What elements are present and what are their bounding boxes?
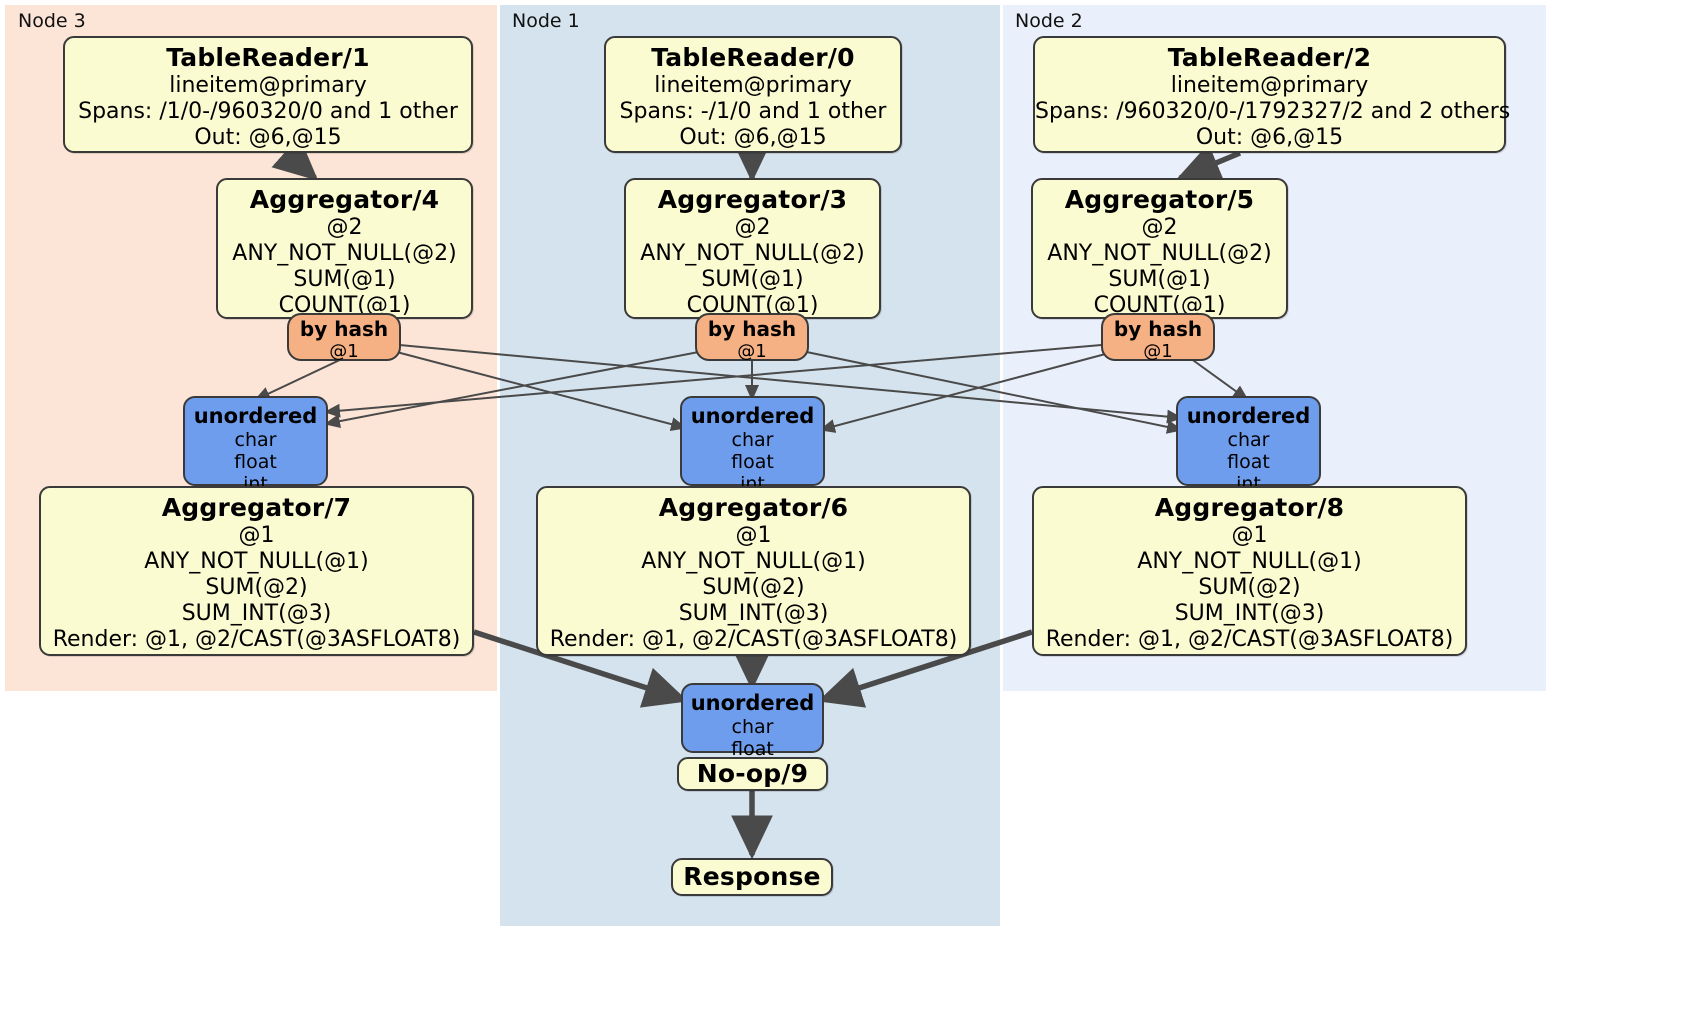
processor-title: Aggregator/8 (1154, 493, 1345, 522)
processor-title: Aggregator/6 (658, 493, 849, 522)
processor-line: SUM_INT(@3) (1174, 601, 1325, 626)
processor-line: @2 (326, 215, 363, 240)
processor-title: Aggregator/5 (1064, 185, 1255, 214)
processor-line: ANY_NOT_NULL(@1) (641, 549, 866, 574)
router-line: char (234, 429, 277, 451)
processor-line: Out: @6,@15 (1195, 125, 1344, 150)
processor-line: SUM_INT(@3) (181, 601, 332, 626)
processor-line: SUM_INT(@3) (678, 601, 829, 626)
processor-line: @1 (1231, 523, 1268, 548)
processor-aggregator-4[interactable]: Aggregator/4 @2 ANY_NOT_NULL(@2) SUM(@1)… (216, 178, 473, 319)
processor-title: Aggregator/7 (161, 493, 352, 522)
processor-aggregator-8[interactable]: Aggregator/8 @1 ANY_NOT_NULL(@1) SUM(@2)… (1032, 486, 1467, 656)
output-router-hash-node1[interactable]: by hash @1 (695, 313, 809, 362)
processor-line: Spans: /960320/0-/1792327/2 and 2 others (1035, 99, 1511, 124)
router-line: float (234, 451, 277, 473)
router-title: unordered (193, 404, 318, 428)
input-router-unordered-node3[interactable]: unordered char float int (183, 396, 328, 495)
processor-table-reader-1[interactable]: TableReader/1 lineitem@primary Spans: /1… (63, 36, 473, 153)
node-label-node2: Node 2 (1015, 10, 1083, 32)
processor-title: Aggregator/3 (657, 185, 848, 214)
processor-line: Render: @1, @2/CAST(@3ASFLOAT8) (52, 627, 461, 652)
processor-line: ANY_NOT_NULL(@2) (232, 241, 457, 266)
processor-line: lineitem@primary (654, 73, 852, 98)
processor-line: lineitem@primary (169, 73, 367, 98)
processor-line: ANY_NOT_NULL(@1) (144, 549, 369, 574)
processor-line: SUM(@1) (293, 267, 396, 292)
processor-aggregator-3[interactable]: Aggregator/3 @2 ANY_NOT_NULL(@2) SUM(@1)… (624, 178, 881, 319)
router-title: unordered (1186, 404, 1311, 428)
processor-line: Render: @1, @2/CAST(@3ASFLOAT8) (1045, 627, 1454, 652)
router-line: @1 (737, 341, 767, 362)
router-line: @1 (329, 341, 359, 362)
processor-line: SUM(@2) (702, 575, 805, 600)
processor-line: Out: @6,@15 (679, 125, 827, 150)
processor-line: @1 (238, 523, 275, 548)
router-line: char (731, 716, 774, 738)
input-router-unordered-final[interactable]: unordered char float (681, 683, 824, 760)
processor-line: @1 (735, 523, 772, 548)
node-label-node3: Node 3 (18, 10, 86, 32)
processor-table-reader-2[interactable]: TableReader/2 lineitem@primary Spans: /9… (1033, 36, 1511, 153)
output-router-hash-node2[interactable]: by hash @1 (1101, 313, 1215, 362)
output-router-hash-node3[interactable]: by hash @1 (287, 313, 401, 362)
node-label-node1: Node 1 (512, 10, 580, 32)
processor-line: Spans: -/1/0 and 1 other (619, 99, 887, 124)
processor-title: TableReader/0 (651, 43, 855, 72)
input-router-unordered-node2[interactable]: unordered char float int (1176, 396, 1321, 495)
processor-line: Out: @6,@15 (194, 125, 342, 150)
processor-line: SUM(@1) (701, 267, 804, 292)
processor-line: SUM(@2) (1198, 575, 1301, 600)
processor-line: SUM(@1) (1108, 267, 1211, 292)
processor-noop-9[interactable]: No-op/9 (677, 757, 828, 791)
router-line: char (731, 429, 774, 451)
router-line: float (1227, 451, 1270, 473)
processor-line: SUM(@2) (205, 575, 308, 600)
processor-line: Render: @1, @2/CAST(@3ASFLOAT8) (549, 627, 958, 652)
router-line: char (1227, 429, 1270, 451)
router-title: unordered (690, 691, 815, 715)
processor-response[interactable]: Response (671, 858, 833, 896)
router-title: by hash (707, 317, 797, 341)
input-router-unordered-node1[interactable]: unordered char float int (680, 396, 825, 495)
processor-title: Aggregator/4 (249, 185, 440, 214)
processor-aggregator-7[interactable]: Aggregator/7 @1 ANY_NOT_NULL(@1) SUM(@2)… (39, 486, 474, 656)
processor-line: @2 (734, 215, 771, 240)
router-title: by hash (299, 317, 389, 341)
processor-line: Spans: /1/0-/960320/0 and 1 other (78, 99, 458, 124)
router-title: unordered (690, 404, 815, 428)
processor-title: TableReader/1 (166, 43, 370, 72)
processor-line: ANY_NOT_NULL(@1) (1137, 549, 1362, 574)
router-line: float (731, 451, 774, 473)
processor-title: TableReader/2 (1167, 43, 1372, 72)
router-line: @1 (1143, 341, 1173, 362)
processor-line: ANY_NOT_NULL(@2) (1047, 241, 1272, 266)
processor-title: Response (683, 862, 821, 891)
processor-line: @2 (1141, 215, 1178, 240)
processor-table-reader-0[interactable]: TableReader/0 lineitem@primary Spans: -/… (604, 36, 902, 153)
router-title: by hash (1113, 317, 1203, 341)
processor-line: ANY_NOT_NULL(@2) (640, 241, 865, 266)
processor-title: No-op/9 (696, 759, 809, 788)
router-line: float (731, 738, 774, 760)
processor-aggregator-6[interactable]: Aggregator/6 @1 ANY_NOT_NULL(@1) SUM(@2)… (536, 486, 971, 656)
processor-line: lineitem@primary (1170, 73, 1369, 98)
processor-aggregator-5[interactable]: Aggregator/5 @2 ANY_NOT_NULL(@2) SUM(@1)… (1031, 178, 1288, 319)
